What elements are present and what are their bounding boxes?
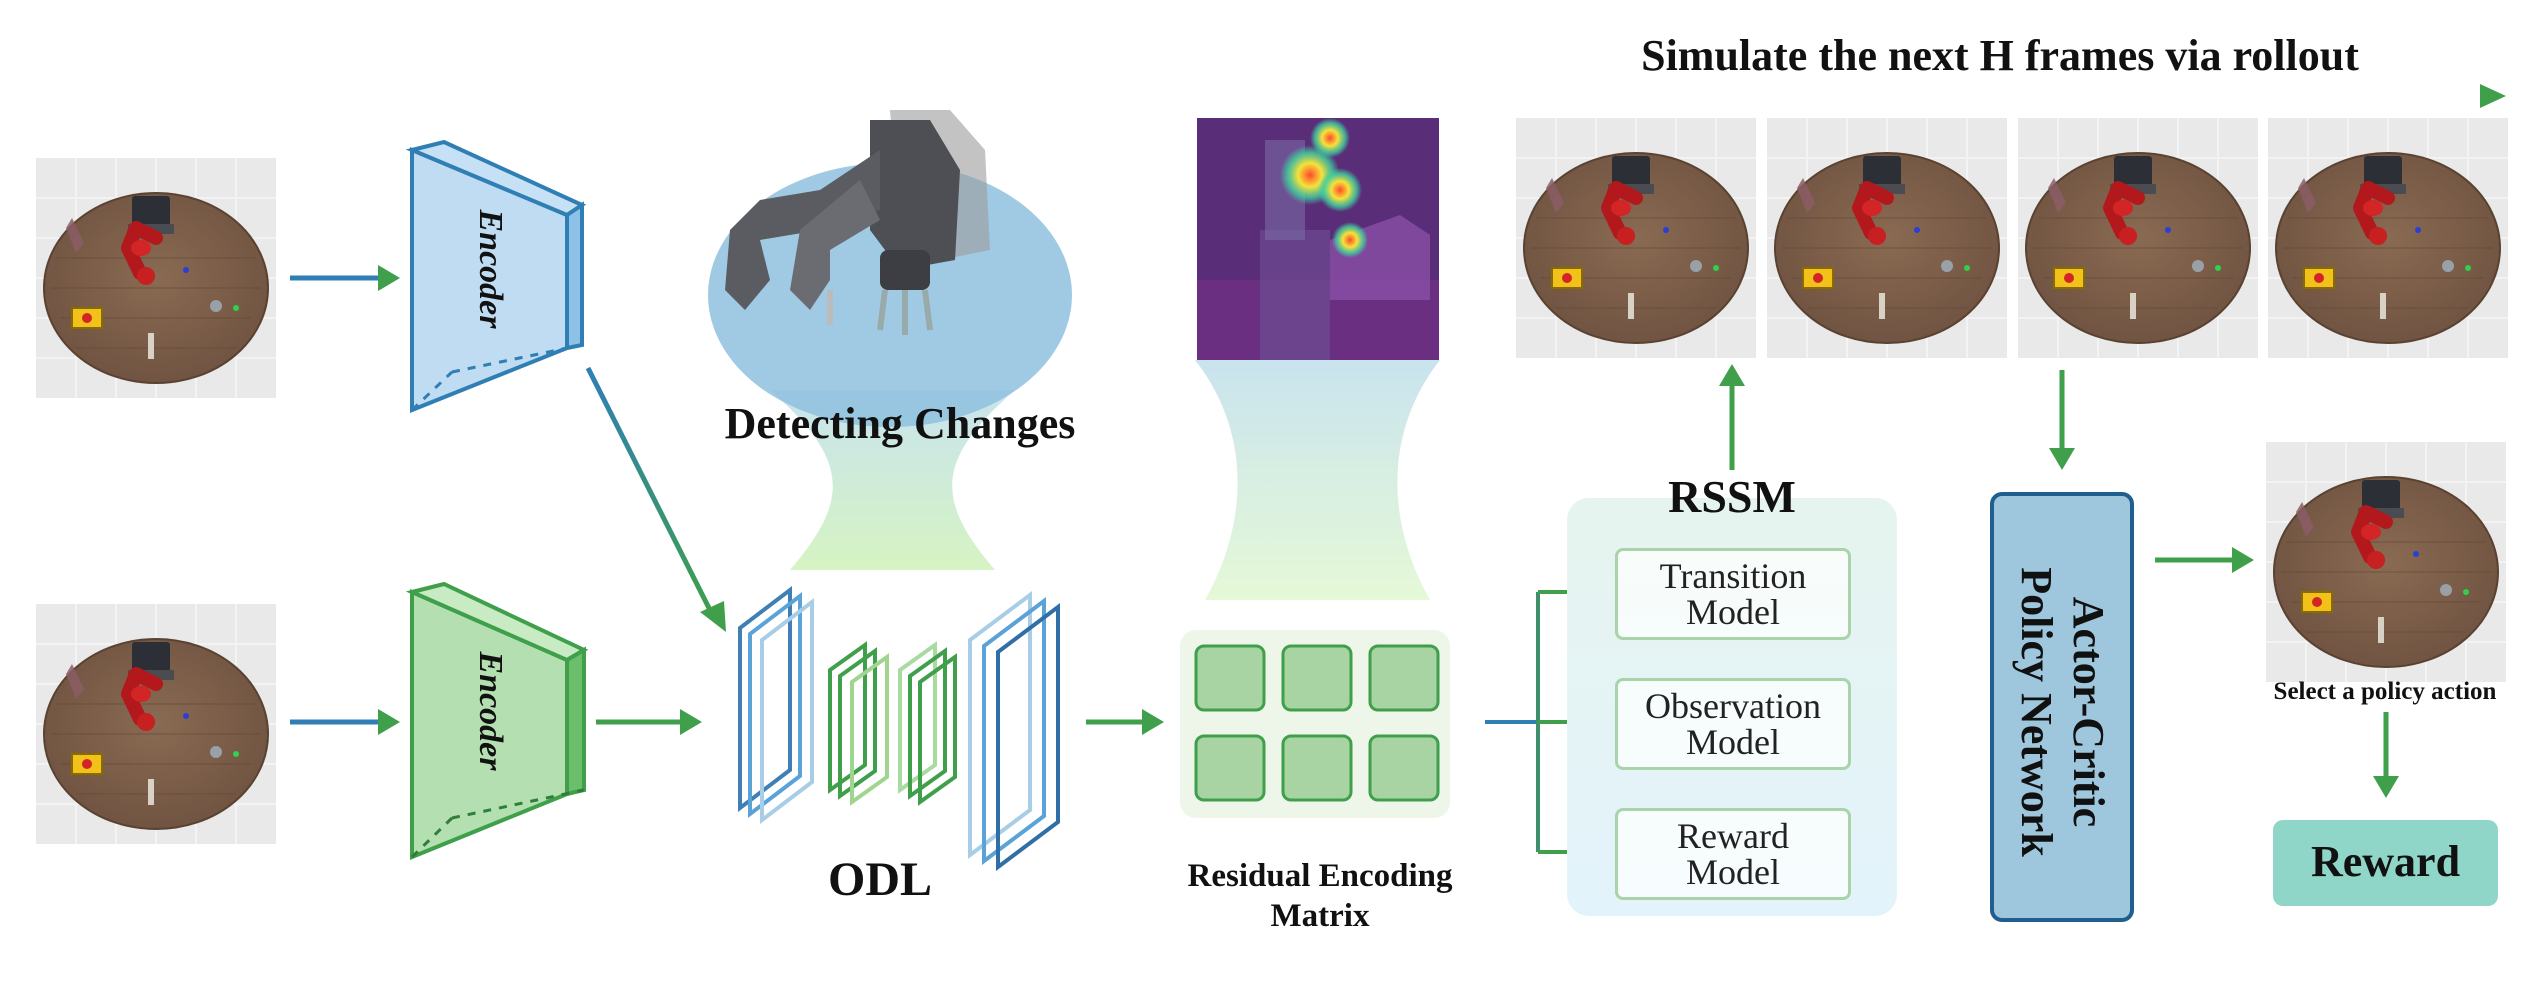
encoder-green <box>405 581 589 860</box>
odl-layers <box>738 585 1060 871</box>
encoder-blue <box>405 139 587 413</box>
rollout-frame-2 <box>1767 118 2007 358</box>
encoder-label-2: Encoder <box>472 651 509 771</box>
reward-box <box>2273 820 2498 906</box>
rollout-frame-1 <box>1516 118 1756 358</box>
observation-model-box: Observation Model <box>1615 678 1851 770</box>
reward-model-box: Reward Model <box>1615 808 1851 900</box>
rollout-frame-3 <box>2018 118 2258 358</box>
arrow-encoder1-odl <box>585 366 718 622</box>
actor-critic-box <box>1990 492 2134 922</box>
rollout-title: Simulate the next H frames via rollout <box>1641 31 2359 80</box>
input-image-1 <box>36 158 276 398</box>
encoder-label-1: Encoder <box>472 209 509 329</box>
heatmap-image <box>1197 118 1439 360</box>
reward-label: Reward <box>2310 837 2461 886</box>
odl-label: ODL <box>827 853 932 906</box>
residual-encoding-matrix <box>1180 630 1450 818</box>
transition-model-box: Transition Model <box>1615 548 1851 640</box>
rssm-label: RSSM <box>1668 471 1796 522</box>
robot-arm-image <box>725 110 990 335</box>
input-image-2 <box>36 604 276 844</box>
rollout-frame-4 <box>2268 118 2508 358</box>
select-policy-action-label: Select a policy action <box>2273 678 2497 705</box>
actor-critic-label: Actor-Critic Policy Network <box>2012 567 2113 857</box>
residual-funnel <box>1195 360 1440 600</box>
residual-matrix-label: Residual Encoding Matrix <box>1187 858 1453 934</box>
detecting-changes-label: Detecting Changes <box>724 399 1076 448</box>
selected-action-image <box>2266 442 2506 682</box>
